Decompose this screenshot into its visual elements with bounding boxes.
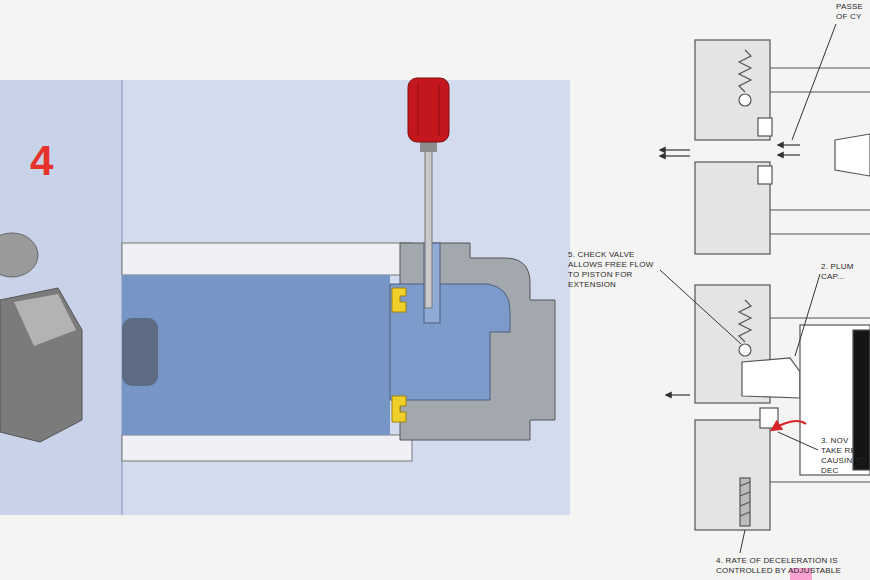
valve-seat — [758, 166, 772, 184]
valve-seat — [758, 118, 772, 136]
cylinder-wall — [770, 317, 870, 318]
screwdriver-handle — [408, 78, 449, 142]
callout-text: 3. NOV TAKE RE CAUSIN TO DEC — [821, 436, 868, 476]
leader-lines — [660, 24, 836, 553]
cylinder-wall — [770, 481, 870, 482]
cylinder-wall — [770, 209, 870, 210]
cylinder-wall — [770, 91, 870, 92]
leader-line — [795, 274, 820, 356]
callout-text: 4. RATE OF DECELERATION IS CONTROLLED BY… — [716, 556, 866, 576]
orifice — [760, 408, 778, 428]
check-ball — [739, 94, 751, 106]
leader-line — [778, 432, 818, 450]
leader-line — [792, 24, 836, 140]
flow-arrow — [660, 149, 690, 150]
flow-arrow — [666, 394, 690, 395]
red-flow-arrow — [772, 421, 806, 430]
line-drawing — [660, 40, 870, 530]
seal — [392, 288, 406, 312]
flow-arrow — [660, 155, 690, 156]
spring — [739, 50, 751, 92]
panel-ground — [0, 80, 570, 515]
panel-side — [0, 80, 122, 515]
cap-chamber — [390, 284, 510, 400]
housing — [695, 420, 770, 530]
fluid-chamber — [122, 275, 390, 435]
callout-text: PASSE OF CY — [836, 2, 868, 22]
render-panel — [0, 78, 570, 515]
spring — [739, 300, 751, 342]
plunger — [742, 358, 800, 398]
tube-wall — [122, 243, 412, 275]
cushion-plunger — [122, 318, 158, 386]
callout-text: 2. PLUM CAP... — [821, 262, 868, 282]
cylinder-wall — [770, 233, 870, 234]
flow-arrow — [778, 144, 800, 145]
seal — [392, 396, 406, 422]
handle-groove — [418, 84, 419, 136]
callout-text: 5. CHECK VALVE ALLOWS FREE FLOW TO PISTO… — [568, 250, 664, 290]
tube-wall — [122, 435, 412, 461]
rod-end — [0, 233, 38, 277]
thread — [740, 482, 750, 486]
thread — [740, 502, 750, 506]
clevis-face — [14, 294, 76, 346]
adjusting-screw — [740, 478, 750, 526]
thread — [740, 512, 750, 516]
plunger-taper — [835, 134, 870, 176]
check-ball — [739, 344, 751, 356]
step-number: 4 — [30, 138, 90, 184]
screwdriver-shaft — [425, 150, 432, 308]
flow-arrow — [778, 154, 800, 155]
piston — [800, 325, 870, 475]
leader-line — [660, 270, 741, 344]
rod-clevis — [0, 288, 82, 442]
handle-groove — [439, 84, 440, 136]
thread — [740, 492, 750, 496]
leader-line — [740, 530, 745, 553]
